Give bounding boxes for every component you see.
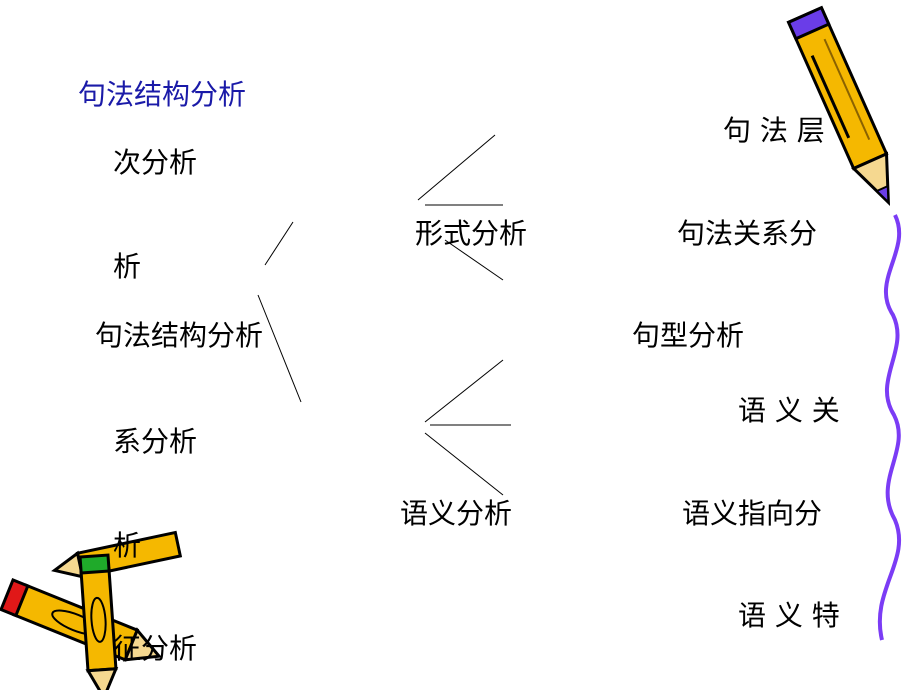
right-node: 句 法 层 <box>723 114 825 147</box>
left-fragment: 系分析 <box>113 425 198 458</box>
right-node: 句法关系分 <box>677 217 818 250</box>
connector-line <box>444 239 504 281</box>
connector-line <box>424 432 504 496</box>
wavy-line <box>877 214 902 641</box>
connector-line <box>257 294 302 403</box>
right-node: 语 义 关 <box>738 394 840 427</box>
right-node: 句型分析 <box>632 319 745 352</box>
root-node: 句法结构分析 <box>95 319 264 352</box>
right-node: 语 义 特 <box>738 599 840 632</box>
semantic-analysis-node: 语义分析 <box>400 497 513 530</box>
left-fragment: 征分析 <box>113 632 198 665</box>
page-title: 句法结构分析 <box>78 78 247 111</box>
left-fragment: 次分析 <box>113 146 198 179</box>
left-fragment: 析 <box>113 250 142 283</box>
right-node: 语义指向分 <box>682 497 823 530</box>
left-fragment: 析 <box>113 529 142 562</box>
form-analysis-node: 形式分析 <box>415 217 528 250</box>
crossed-pencils-icon <box>0 530 183 690</box>
connector-line <box>264 221 294 266</box>
connector-line <box>424 359 504 423</box>
pencil-icon <box>786 5 891 206</box>
connector-line <box>417 134 496 201</box>
